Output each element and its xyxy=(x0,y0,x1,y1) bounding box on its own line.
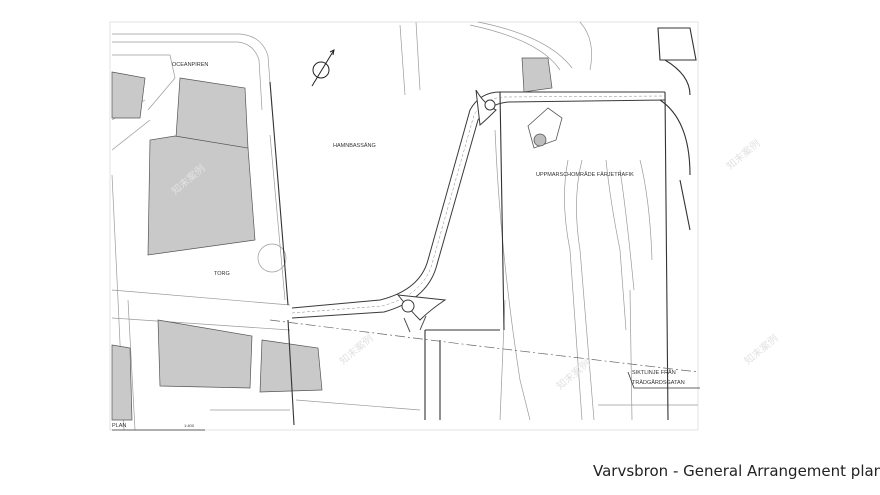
building-ferry-terminal xyxy=(521,57,553,93)
bridge-varvsbron xyxy=(291,89,666,333)
sight-line-leader xyxy=(627,371,700,389)
building-south-left xyxy=(111,344,133,421)
buildings xyxy=(111,57,553,421)
watermark: 知末案例 xyxy=(337,332,376,368)
label-oceanpiren: OCEANPIREN xyxy=(172,62,208,68)
watermark: 知末案例 xyxy=(554,357,593,393)
building-oceanpiren-b xyxy=(147,135,256,256)
watermark: 知末案例 xyxy=(742,332,781,368)
drawing-frame xyxy=(109,21,699,431)
label-uppmarsch: UPPMARSCHOMRÅDE FÄRJETRAFIK xyxy=(536,171,634,178)
sight-line xyxy=(269,319,699,373)
label-scale: 1:400 xyxy=(184,423,195,428)
label-plan: PLAN xyxy=(112,423,126,429)
label-torg: TORG xyxy=(214,271,230,277)
building-south-a xyxy=(157,319,253,389)
label-siktlinje-2: TRÄDGÅRDSGATAN xyxy=(632,379,685,386)
watermarks: 知末案例 知末案例 知末案例 知末案例 知末案例 xyxy=(169,137,781,393)
label-hamnbassang: HAMNBASSÄNG xyxy=(333,142,376,149)
watermark: 知末案例 xyxy=(724,137,763,173)
north-arrow-icon xyxy=(311,49,335,87)
building-north-small xyxy=(111,71,146,119)
quay-walls xyxy=(269,27,697,426)
label-siktlinje-1: SIKTLINJE FRÅN xyxy=(632,369,676,376)
drawing-caption: Varvsbron - General Arrangement plan xyxy=(593,462,880,480)
ferry-plaza xyxy=(527,107,563,149)
